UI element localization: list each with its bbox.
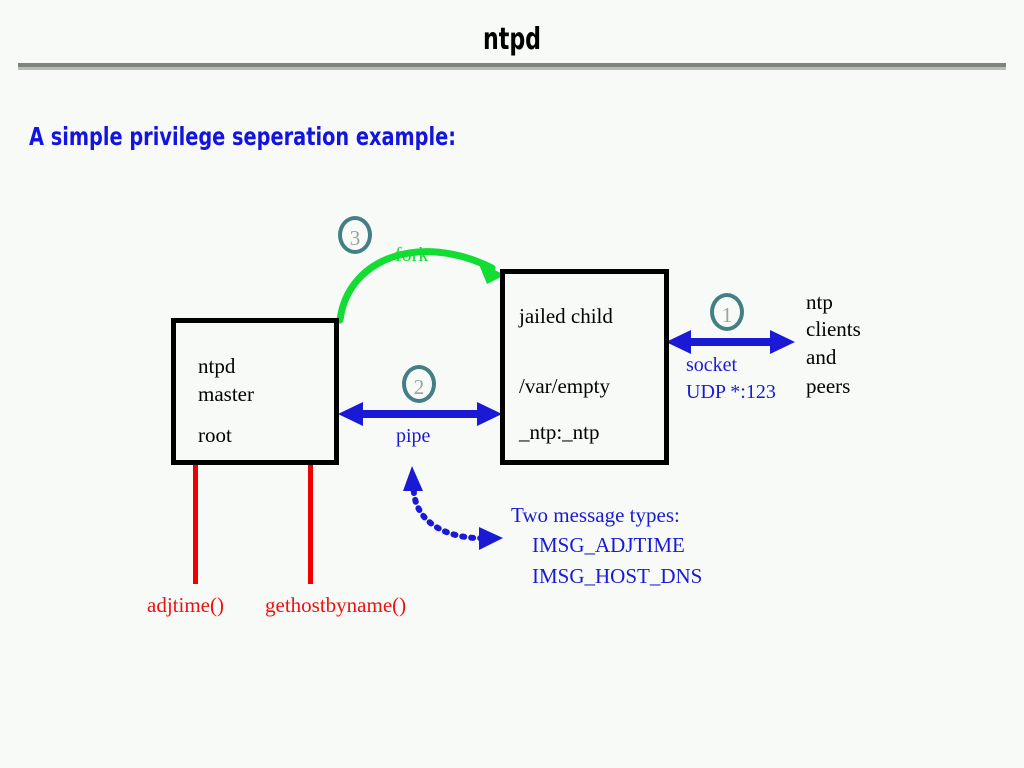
external-peers-line-3: and [806,345,837,369]
edge-label-socket-udp-port: UDP *:123 [686,381,776,403]
edge-label-socket: socket [686,354,738,376]
external-peers-line-2: clients [806,317,861,341]
process-box-master[interactable]: ntpd master root [171,318,339,465]
slide-subtitle: A simple privilege seperation example: [29,122,457,151]
edge-label-fork: fork [395,244,429,266]
external-peers-line-4: peers [806,374,851,398]
process-box-jailed-child[interactable]: jailed child /var/empty _ntp:_ntp [500,269,669,465]
title-divider [18,63,1006,70]
message-type-imsg-host-dns: IMSG_HOST_DNS [532,564,703,588]
child-line-user: _ntp:_ntp [519,420,600,444]
syscall-stem-adjtime [193,464,198,584]
external-peers-line-1: ntp [806,290,833,314]
step-marker-3: 3 [338,216,372,254]
step-marker-1: 1 [710,293,744,331]
pipe-arrow [338,402,502,426]
child-line-process: jailed child [519,304,613,328]
master-line-role: master [198,382,254,406]
socket-arrow [666,330,795,354]
message-type-imsg-adjtime: IMSG_ADJTIME [532,533,685,557]
message-types-arrow [403,466,503,550]
syscall-label-adjtime: adjtime() [147,593,224,617]
page-title: ntpd [482,22,542,57]
child-line-chroot: /var/empty [519,374,610,398]
edge-label-pipe: pipe [396,425,431,447]
step-marker-2: 2 [402,365,436,403]
syscall-label-gethostbyname: gethostbyname() [265,593,407,617]
master-line-user: root [198,423,232,447]
message-types-heading: Two message types: [511,503,680,527]
syscall-stem-gethostbyname [308,464,313,584]
master-line-process: ntpd [198,354,236,378]
